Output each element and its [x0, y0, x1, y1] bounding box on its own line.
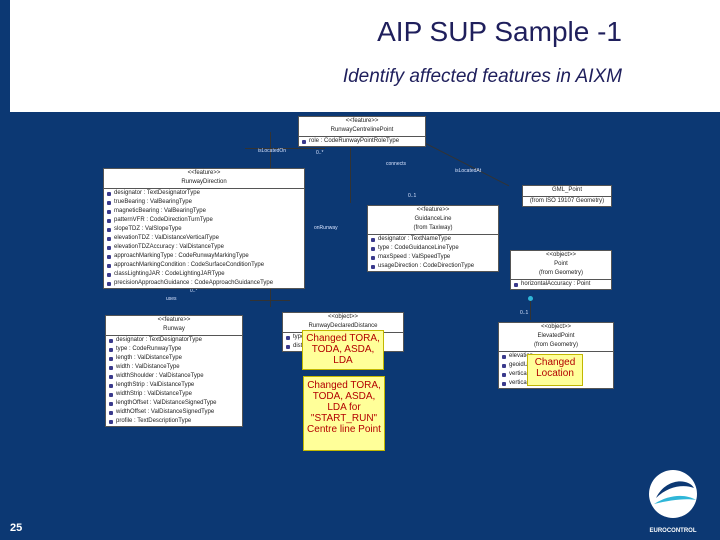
- role-label: isLocatedAt: [455, 168, 482, 174]
- class-attribute: trueBearing : ValBearingType: [104, 198, 304, 207]
- class-gml-point[interactable]: GML_Point (from ISO 19107 Geometry): [522, 185, 612, 207]
- role-label: 0..1: [520, 310, 529, 316]
- class-name: GuidanceLine: [414, 216, 452, 222]
- class-origin: (from Geometry): [499, 341, 613, 352]
- slide-subtitle: Identify affected features in AIXM: [342, 66, 622, 87]
- logo-text: EUROCONTROL: [649, 528, 697, 534]
- class-attribute: role : CodeRunwayPointRoleType: [299, 137, 425, 146]
- class-attribute: approachMarkingType : CodeRunwayMarkingT…: [104, 252, 304, 261]
- note-changed-start-run: Changed TORA, TODA, ASDA, LDA for "START…: [303, 376, 385, 451]
- class-attribute: classLightingJAR : CodeLightingJARType: [104, 270, 304, 279]
- class-attribute: elevation: [499, 352, 613, 361]
- connector-line: [350, 148, 351, 203]
- class-guidance-line[interactable]: <<feature>> GuidanceLine (from Taxiway) …: [367, 205, 499, 272]
- role-label: onRunway: [314, 225, 338, 231]
- role-label: connects: [386, 161, 407, 167]
- eurocontrol-logo: EUROCONTROL: [636, 464, 710, 534]
- class-name: Point: [554, 261, 568, 267]
- class-attribute: profile : TextDescriptionType: [106, 417, 242, 426]
- note-changed-location: Changed Location: [527, 354, 583, 386]
- connector-line: [250, 300, 290, 301]
- class-attribute: elevationTDZ : ValDistanceVerticalType: [104, 234, 304, 243]
- class-runway[interactable]: <<feature>> Runway designator : TextDesi…: [105, 315, 243, 427]
- class-attribute: widthOffset : ValDistanceSignedType: [106, 408, 242, 417]
- class-stereotype: <<object>>: [327, 314, 359, 320]
- class-runway-direction[interactable]: <<feature>> RunwayDirection designator :…: [103, 168, 305, 289]
- eurocontrol-logo-icon: [649, 470, 697, 518]
- class-attribute: elevationTDZAccuracy : ValDistanceType: [104, 243, 304, 252]
- class-stereotype: <<object>>: [545, 252, 577, 258]
- role-label: 0..*: [190, 288, 198, 294]
- class-attribute: type : CodeGuidanceLineType: [368, 244, 498, 253]
- class-attribute: lengthOffset : ValDistanceSignedType: [106, 399, 242, 408]
- association-dot: [528, 296, 533, 301]
- class-attribute: width : ValDistanceType: [106, 363, 242, 372]
- class-attribute: lengthStrip : ValDistanceType: [106, 381, 242, 390]
- class-name: RunwayCentrelinePoint: [299, 126, 425, 137]
- class-attribute: designator : TextDesignatorType: [104, 189, 304, 198]
- class-attribute: widthShoulder : ValDistanceType: [106, 372, 242, 381]
- class-attribute: horizontalAccuracy : Point: [511, 280, 611, 289]
- class-attribute: magneticBearing : ValBearingType: [104, 207, 304, 216]
- class-origin: (from Taxiway): [368, 224, 498, 235]
- connector-line: [530, 300, 531, 320]
- class-name: Runway: [106, 325, 242, 336]
- class-origin: (from Geometry): [511, 269, 611, 280]
- class-name: RunwayDirection: [104, 178, 304, 189]
- class-attribute: precisionApproachGuidance : CodeApproach…: [104, 279, 304, 288]
- class-attribute: slopeTDZ : ValSlopeType: [104, 225, 304, 234]
- class-attribute: patternVFR : CodeDirectionTurnType: [104, 216, 304, 225]
- role-label: 0..1: [408, 193, 417, 199]
- slide-header: AIP SUP Sample -1 Identify affected feat…: [0, 0, 720, 112]
- class-point[interactable]: <<object>> Point (from Geometry) horizon…: [510, 250, 612, 290]
- class-attribute: widthStrip : ValDistanceType: [106, 390, 242, 399]
- connector-line: [245, 148, 325, 149]
- role-label: 0..*: [316, 150, 324, 156]
- class-attribute: approachMarkingCondition : CodeSurfaceCo…: [104, 261, 304, 270]
- class-stereotype: <<feature>>: [416, 207, 450, 213]
- class-attribute: designator : TextNameType: [368, 235, 498, 244]
- class-attribute: type: [283, 333, 403, 342]
- role-label: uses: [166, 296, 177, 302]
- class-attribute: type : CodeRunwayType: [106, 345, 242, 354]
- class-attribute: maxSpeed : ValSpeedType: [368, 253, 498, 262]
- class-name: GML_Point: [523, 186, 611, 197]
- class-origin: (from ISO 19107 Geometry): [529, 198, 605, 204]
- class-stereotype: <<object>>: [540, 324, 572, 330]
- class-stereotype: <<feature>>: [187, 170, 221, 176]
- class-stereotype: <<feature>>: [345, 118, 379, 124]
- class-name: ElevatedPoint: [537, 333, 575, 339]
- page-number: 25: [10, 522, 23, 534]
- class-attribute: usageDirection : CodeDirectionType: [368, 262, 498, 271]
- class-attribute: designator : TextDesignatorType: [106, 336, 242, 345]
- class-stereotype: <<feature>>: [157, 317, 191, 323]
- note-changed-tora: Changed TORA, TODA, ASDA, LDA: [302, 330, 384, 370]
- class-attribute: length : ValDistanceType: [106, 354, 242, 363]
- left-strip: [0, 0, 10, 540]
- slide-title: AIP SUP Sample -1: [377, 16, 622, 47]
- role-label: isLocatedOn: [258, 148, 287, 154]
- class-runway-centreline-point[interactable]: <<feature>> RunwayCentrelinePoint role :…: [298, 116, 426, 147]
